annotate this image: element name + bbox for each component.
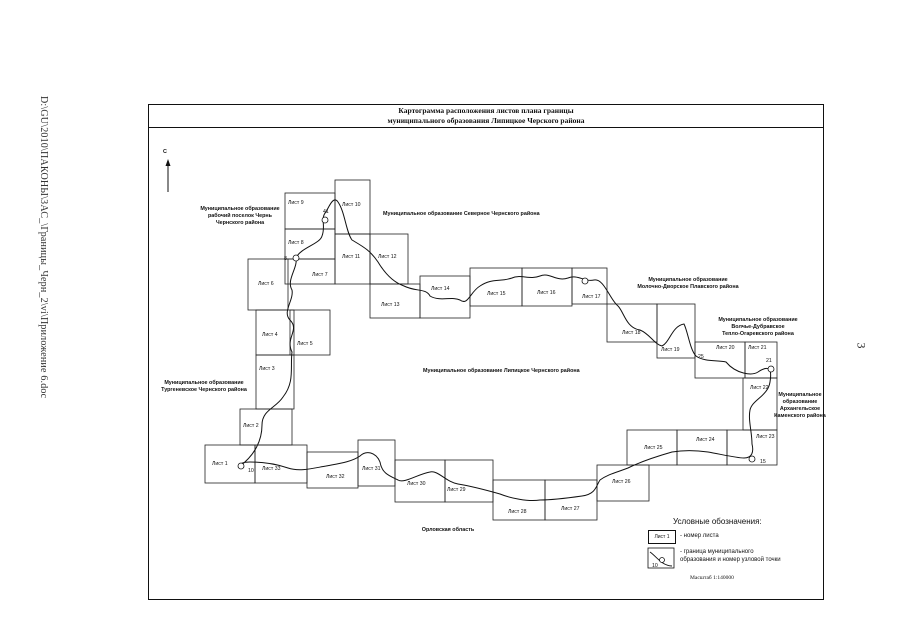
node-point [748,455,756,463]
legend-border-desc-2: образования и номер узловой точки [680,557,781,563]
sheet-label-19: Лист 19 [661,347,680,353]
sheet-label-2: Лист 2 [243,423,259,429]
node-label: 8 [284,256,287,262]
sheet-label-13: Лист 13 [381,302,400,308]
sheet-label-27: Лист 27 [561,506,580,512]
sheet-label-22: Лист 22 [750,385,769,391]
sheet-19-box [656,303,696,359]
map-frame [148,104,824,600]
node-point [321,216,329,224]
node-label: 41 [323,209,329,215]
sheet-label-7: Лист 7 [312,272,328,278]
sheet-5-box [289,309,331,356]
sheet-label-9: Лист 9 [288,200,304,206]
legend-border-desc-1: - граница муниципального [680,549,754,555]
region-label-orlovskaya: Орловская область [422,526,475,533]
sheet-label-14: Лист 14 [431,286,450,292]
sheet-label-11: Лист 11 [342,254,360,260]
sheet-31-box [357,439,396,487]
sheet-label-3: Лист 3 [259,366,275,372]
sheet-label-31: Лист 31 [362,466,381,472]
sheet-27-box [544,479,598,521]
sheet-grid [204,179,778,521]
sheet-label-12: Лист 12 [378,254,397,260]
sheet-label-23: Лист 23 [756,434,775,440]
north-arrow-icon [165,159,171,192]
sheet-label-4: Лист 4 [262,332,278,338]
sheet-label-8: Лист 8 [288,240,304,246]
legend-title: Условные обозначения: [673,517,762,526]
region-label-lipitskoe: Муниципальное образование Липицкое Чернс… [423,367,581,374]
sheet-label-29: Лист 29 [447,487,466,493]
sheet-label-20: Лист 20 [716,345,735,351]
sheet-label-16: Лист 16 [537,290,556,296]
legend-sheet-box-label: Лист 1 [654,534,670,540]
sheet-24-box [676,429,728,466]
sheet-14-box [419,275,471,319]
sheet-label-6: Лист 6 [258,281,274,287]
node-point [767,365,775,373]
sheet-6-box [247,258,289,311]
scale-label: Масштаб 1:140000 [690,575,734,581]
legend-sheet-box: Лист 1 [648,530,676,544]
sheet-25-box [626,429,678,466]
sheet-33-box [254,444,308,484]
sheet-label-1: Лист 1 [212,461,228,467]
sheet-32-box [306,451,359,489]
node-label: 10 [248,468,254,474]
title-line-1: Картограмма расположения листов плана гр… [398,106,574,115]
municipal-border-line [239,199,772,501]
region-label-severnoe: Муниципальное образование Северное Чернс… [383,210,541,217]
sheet-label-28: Лист 28 [508,509,527,515]
sheet-label-30: Лист 30 [407,481,426,487]
node-label: 21 [766,358,772,364]
north-label: С [163,149,167,155]
sheet-label-18: Лист 18 [622,330,641,336]
node-point [581,277,589,285]
sheet-label-26: Лист 26 [612,479,631,485]
node-point [237,462,245,470]
sheet-label-10: Лист 10 [342,202,361,208]
sheet-label-21: Лист 21 [748,345,767,351]
node-point [292,254,300,262]
sheet-29-box [444,459,494,503]
title-line-2: муниципального образования Липицкое Черс… [387,116,585,125]
sheet-label-24: Лист 24 [696,437,715,443]
map-title: Картограмма расположения листов плана гр… [148,104,824,128]
sheet-17-box [571,267,608,305]
sheet-label-17: Лист 17 [582,294,601,300]
sheet-label-5: Лист 5 [297,341,313,347]
node-label: 25 [698,354,704,360]
sheet-label-33: Лист 33 [262,466,281,472]
sheet-label-25: Лист 25 [644,445,663,451]
legend-sheet-desc: - номер листа [680,533,719,539]
sheet-label-32: Лист 32 [326,474,345,480]
sheet-3-box [255,354,295,410]
sheet-16-box [521,267,573,307]
node-points [237,216,775,470]
file-path-side-text: D:\GU\2010\ПАКОНЫ\ЗАС_\Границы_Черн_2\vi… [38,96,49,399]
node-label: 15 [760,459,766,465]
sheet-label-15: Лист 15 [487,291,506,297]
